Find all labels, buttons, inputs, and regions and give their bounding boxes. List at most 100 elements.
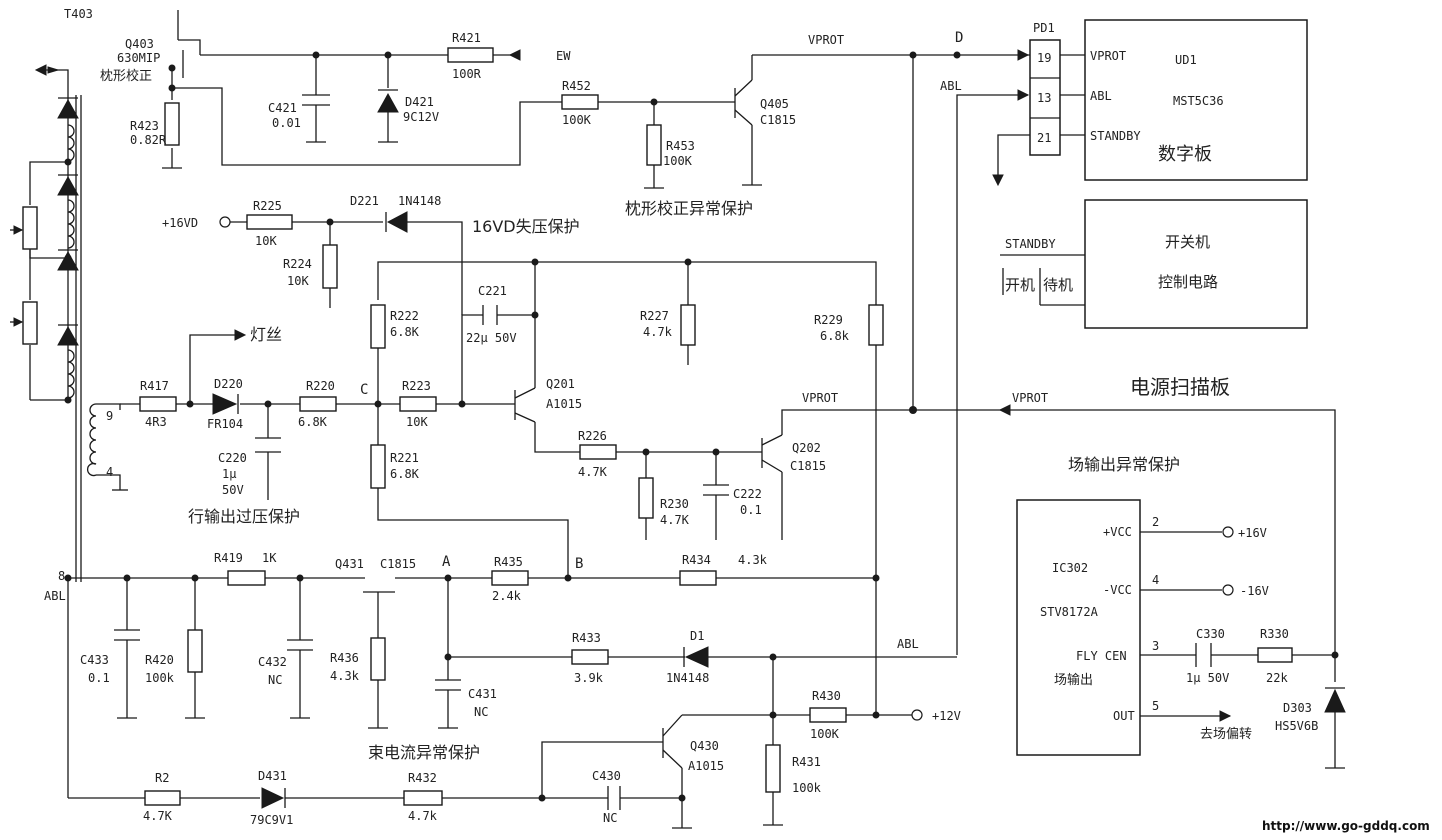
r225-value: 10K — [255, 234, 277, 248]
r420-ref: R420 — [145, 653, 174, 667]
r229-value: 6.8k — [820, 329, 850, 343]
d431-ref: D431 — [258, 769, 287, 783]
r221-value: 6.8K — [390, 467, 420, 481]
c220-ref: C220 — [218, 451, 247, 465]
r423-ref: R423 — [130, 119, 159, 133]
digital-board-block — [1029, 19, 1308, 181]
r226-value: 4.7K — [578, 465, 608, 479]
r419-ref: R419 — [214, 551, 243, 565]
r430-value: 100K — [810, 727, 840, 741]
r433-value: 3.9k — [574, 671, 604, 685]
ud1-name: 数字板 — [1158, 144, 1212, 165]
power-ctrl-line2: 控制电路 — [1158, 273, 1218, 291]
r223-ref: R223 — [402, 379, 431, 393]
r230-value: 4.7K — [660, 513, 690, 527]
r2-ref: R2 — [155, 771, 169, 785]
ud1-part: MST5C36 — [1173, 94, 1224, 108]
q202-ref: Q202 — [792, 441, 821, 455]
ic302-sub-label: 场输出 — [1054, 672, 1093, 688]
ud1-pin-standby: STANDBY — [1090, 129, 1141, 143]
c220-value1: 1μ — [222, 467, 236, 481]
power-control-block — [1084, 199, 1308, 329]
resistor-r421 — [447, 47, 494, 63]
diode-d303 — [1324, 688, 1346, 713]
c220-value2: 50V — [222, 483, 244, 497]
d220-ref: D220 — [214, 377, 243, 391]
r421-value: 100R — [452, 67, 482, 81]
diode-d220 — [212, 393, 238, 415]
c330-ref: C330 — [1196, 627, 1225, 641]
r417-ref: R417 — [140, 379, 169, 393]
ic302-ref: IC302 — [1052, 561, 1088, 575]
q405-ref: Q405 — [760, 97, 789, 111]
v12-label: +12V — [932, 709, 961, 723]
r421-ref: R421 — [452, 31, 481, 45]
resistor-r221 — [370, 444, 386, 489]
diode-d431 — [261, 787, 285, 809]
resistor-t403-top — [22, 206, 38, 250]
node-d-label: D — [955, 30, 963, 46]
d303-ref: D303 — [1283, 701, 1312, 715]
resistor-r229 — [868, 304, 884, 346]
resistor-r224 — [322, 244, 338, 289]
diode-t403-1 — [57, 98, 79, 119]
d1-ref: D1 — [690, 629, 704, 643]
t403-ref: T403 — [64, 7, 93, 21]
c430-ref: C430 — [592, 769, 621, 783]
r222-ref: R222 — [390, 309, 419, 323]
terminals — [219, 216, 1234, 721]
r431-value: 100k — [792, 781, 822, 795]
r434-value: 4.3k — [738, 553, 768, 567]
r224-value: 10K — [287, 274, 309, 288]
resistor-r431 — [765, 744, 781, 793]
r453-value: 100K — [663, 154, 693, 168]
q431-ref: Q431 — [335, 557, 364, 571]
q201-part: A1015 — [546, 397, 582, 411]
v16vd-label: +16VD — [162, 216, 198, 230]
c222-value: 0.1 — [740, 503, 762, 517]
resistor-r220 — [299, 396, 337, 412]
diode-t403-4 — [57, 325, 79, 346]
resistor-r432 — [403, 790, 443, 806]
c431-ref: C431 — [468, 687, 497, 701]
resistor-r430 — [809, 707, 847, 723]
r430-ref: R430 — [812, 689, 841, 703]
r435-value: 2.4k — [492, 589, 522, 603]
r2-value: 4.7K — [143, 809, 173, 823]
r431-ref: R431 — [792, 755, 821, 769]
resistor-r419 — [227, 570, 266, 586]
c421-value: 0.01 — [272, 116, 301, 130]
r222-value: 6.8K — [390, 325, 420, 339]
labels: T403 Q403 630MIP 枕形校正 R423 0.82R C421 0.… — [44, 7, 1430, 833]
q431-part: C1815 — [380, 557, 416, 571]
filament-label: 灯丝 — [250, 325, 282, 344]
resistor-r433 — [571, 649, 609, 665]
resistor-r453 — [646, 124, 662, 166]
d220-part: FR104 — [207, 417, 243, 431]
r435-ref: R435 — [494, 555, 523, 569]
resistor-r420 — [187, 629, 203, 673]
r226-ref: R226 — [578, 429, 607, 443]
c433-ref: C433 — [80, 653, 109, 667]
resistor-r227 — [680, 304, 696, 346]
junctions — [64, 51, 1339, 802]
resistor-r222 — [370, 304, 386, 349]
ud1-pin-abl: ABL — [1090, 89, 1112, 103]
r330-value: 22k — [1266, 671, 1288, 685]
r227-ref: R227 — [640, 309, 669, 323]
r434-ref: R434 — [682, 553, 711, 567]
r432-value: 4.7k — [408, 809, 438, 823]
r436-value: 4.3k — [330, 669, 360, 683]
r453-ref: R453 — [666, 139, 695, 153]
pin-8-label: 8 — [58, 569, 65, 583]
resistor-r423 — [164, 102, 180, 146]
signal-arrows — [13, 49, 1232, 722]
power-board-label: 电源扫描板 — [1130, 375, 1230, 399]
r433-ref: R433 — [572, 631, 601, 645]
r225-ref: R225 — [253, 199, 282, 213]
resistor-r434 — [679, 570, 717, 586]
beam-protect-label: 束电流异常保护 — [368, 743, 480, 762]
watermark-url: http://www.go-gddq.com — [1262, 819, 1430, 833]
q403-func: 枕形校正 — [100, 68, 152, 84]
ud1-pin-vprot: VPROT — [1090, 49, 1126, 63]
